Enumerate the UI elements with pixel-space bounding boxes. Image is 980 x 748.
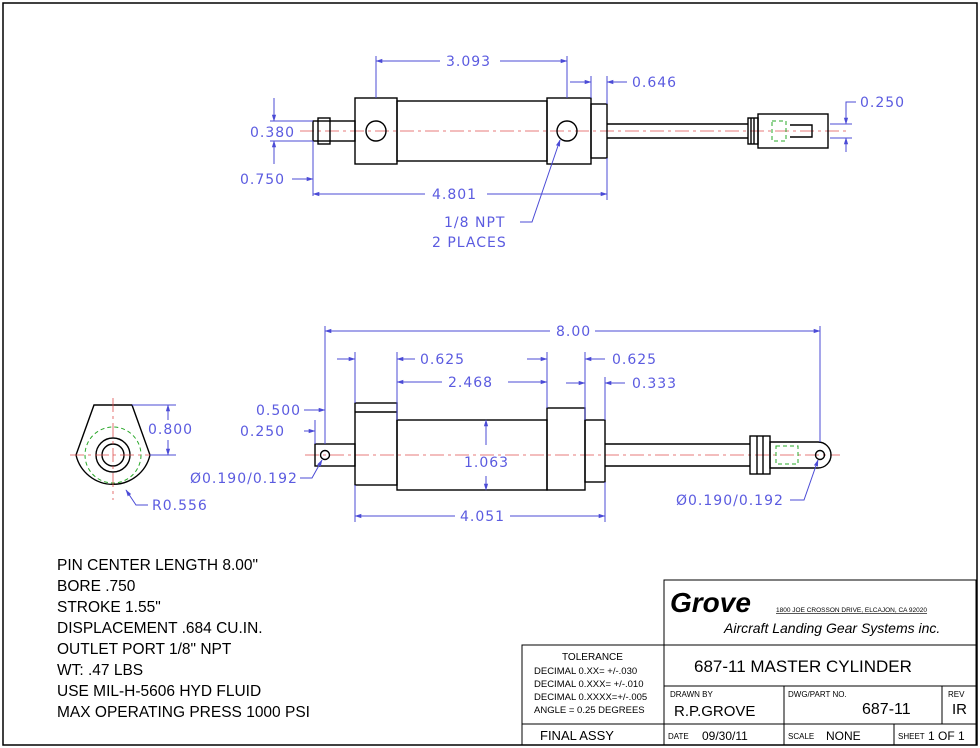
note-line: DISPLACEMENT .684 CU.IN. [57, 620, 263, 637]
note-line: OUTLET PORT 1/8" NPT [57, 641, 232, 658]
scale-value: NONE [826, 729, 861, 743]
dim-end-0800: 0.800 [148, 422, 193, 438]
dim-bottom-left-pin: Ø0.190/0.192 [190, 471, 298, 487]
dim-bottom-1063: 1.063 [464, 455, 509, 471]
tolerance-line: DECIMAL 0.XXX= +/-.010 [534, 679, 643, 690]
dim-bottom-2468: 2.468 [448, 375, 493, 391]
dim-bottom-800: 8.00 [556, 324, 591, 340]
note-npt: 1/8 NPT [444, 215, 505, 231]
dim-bottom-4051: 4.051 [460, 509, 505, 525]
note-line: BORE .750 [57, 578, 136, 595]
rev-label: REV [948, 690, 965, 699]
dim-top-0250: 0.250 [860, 95, 905, 111]
dim-bottom-0625-left: 0.625 [420, 352, 465, 368]
assy-label: FINAL ASSY [540, 728, 614, 743]
date-label: DATE [668, 732, 689, 741]
side-view: 8.00 0.625 0.625 2.468 0.333 0.500 0.250… [190, 324, 840, 525]
dim-top-0380: 0.380 [250, 125, 295, 141]
sheet-label: SHEET [898, 732, 925, 741]
part-no-value: 687-11 [862, 701, 911, 718]
title-block [521, 579, 977, 746]
drawn-by-value: R.P.GROVE [674, 703, 755, 720]
date-value: 09/30/11 [702, 729, 748, 743]
dim-top-0646: 0.646 [632, 75, 677, 91]
scale-label: SCALE [788, 732, 814, 741]
note-line: WT: .47 LBS [57, 662, 143, 679]
tolerance-line: ANGLE = 0.25 DEGREES [534, 705, 645, 716]
dim-top-0750: 0.750 [240, 172, 285, 188]
dim-bottom-right-pin: Ø0.190/0.192 [676, 493, 784, 509]
top-view: 3.093 0.646 0.250 0.380 0.750 4.801 1/8 … [240, 54, 905, 251]
part-no-label: DWG/PART NO. [788, 690, 847, 699]
dim-bottom-0625-right: 0.625 [612, 352, 657, 368]
drawn-by-label: DRAWN BY [670, 690, 713, 699]
note-line: USE MIL-H-5606 HYD FLUID [57, 683, 261, 700]
sheet-value: 1 OF 1 [928, 729, 965, 743]
company-subtitle: Aircraft Landing Gear Systems inc. [723, 620, 940, 636]
dim-top-3093: 3.093 [446, 54, 491, 70]
drawing-title: 687-11 MASTER CYLINDER [694, 657, 912, 676]
dim-top-4801: 4.801 [432, 187, 477, 203]
dim-bottom-0250: 0.250 [240, 424, 285, 440]
tolerance-label: TOLERANCE [562, 652, 623, 663]
company-logo: Grove [670, 587, 751, 618]
end-view: 0.800 R0.556 [70, 398, 208, 514]
dim-end-r0556: R0.556 [152, 498, 208, 514]
note-line: STROKE 1.55" [57, 599, 161, 616]
note-two-places: 2 PLACES [432, 235, 507, 251]
rev-value: IR [952, 701, 967, 718]
note-line: PIN CENTER LENGTH 8.00" [57, 557, 258, 574]
tolerance-line: DECIMAL 0.XX= +/-.030 [534, 666, 637, 677]
dim-bottom-0333: 0.333 [632, 376, 677, 392]
notes-block: PIN CENTER LENGTH 8.00" BORE .750 STROKE… [57, 557, 310, 721]
tolerance-line: DECIMAL 0.XXXX=+/-.005 [534, 692, 647, 703]
dim-bottom-0500: 0.500 [256, 403, 301, 419]
note-line: MAX OPERATING PRESS 1000 PSI [57, 704, 310, 721]
company-address: 1800 JOE CROSSON DRIVE, ELCAJON, CA 9202… [776, 607, 927, 614]
